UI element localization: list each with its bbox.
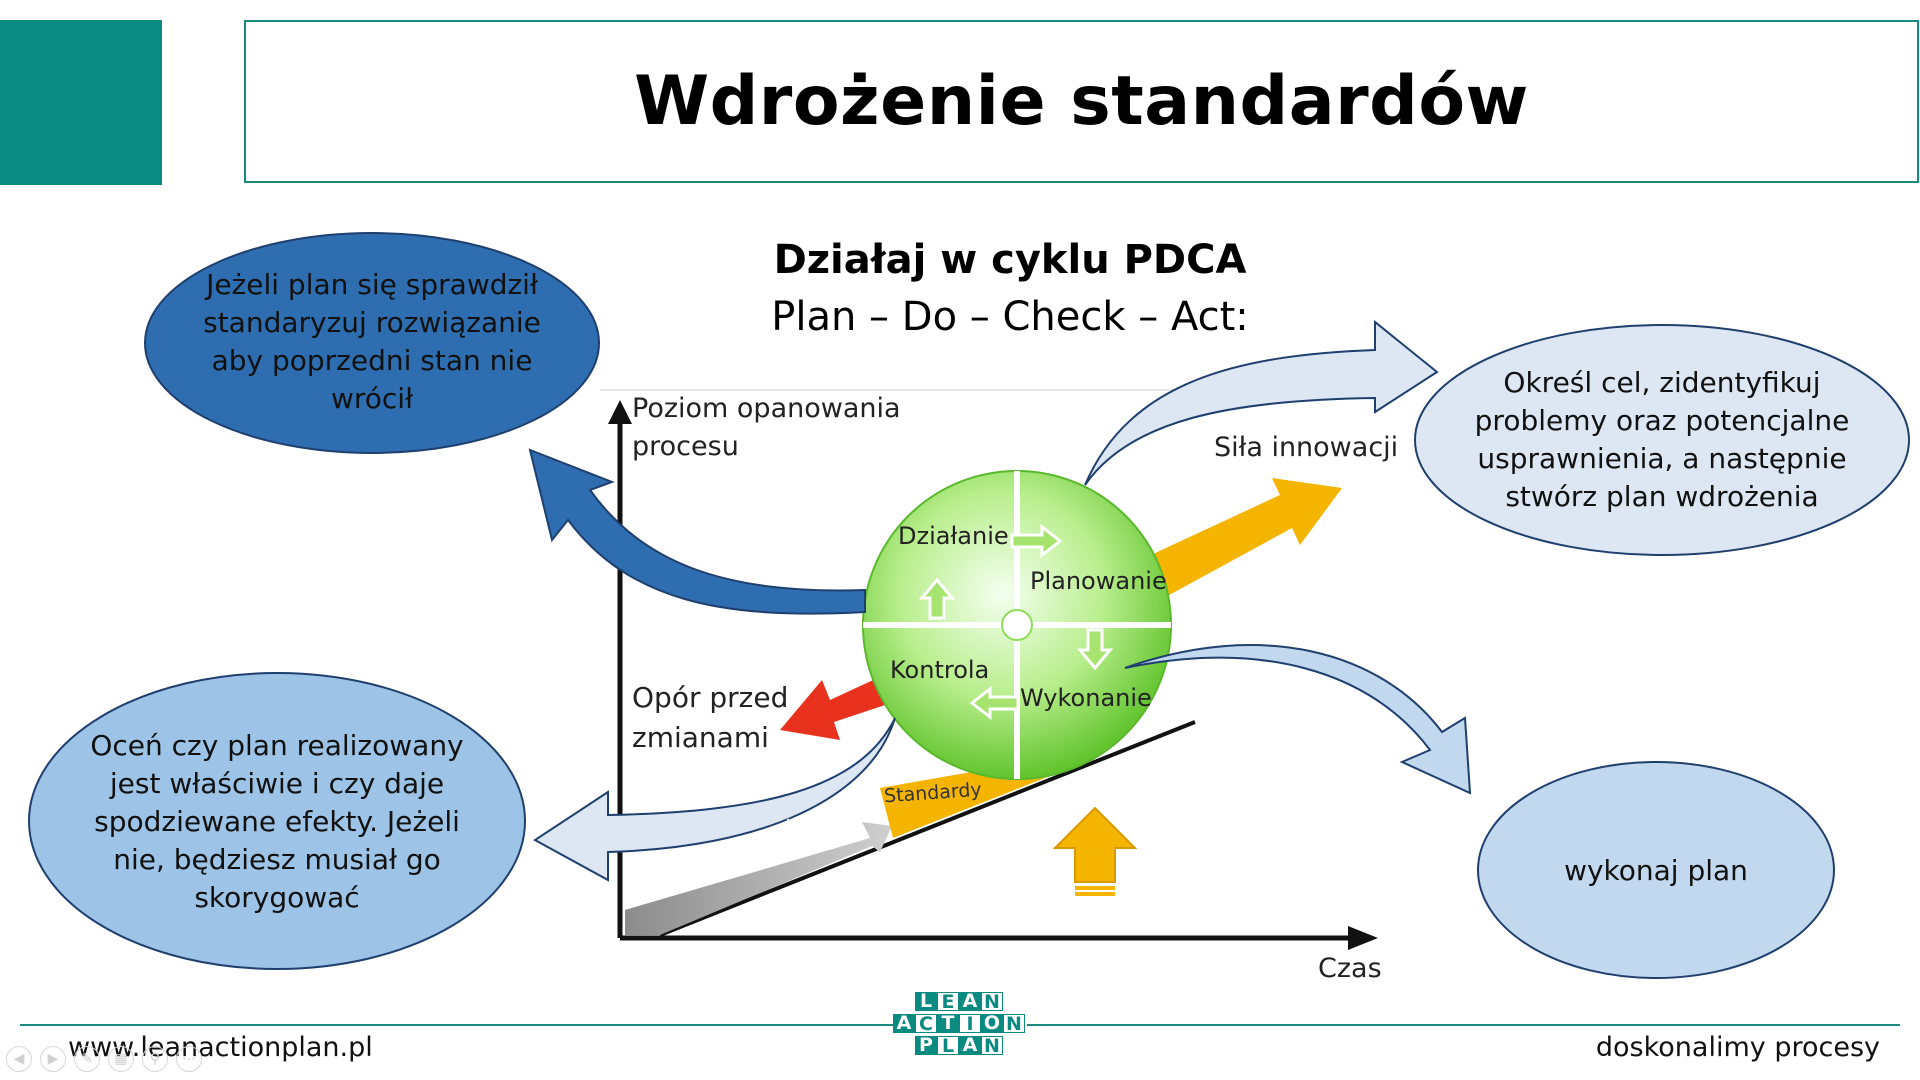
bubble-top-left-text: Jeżeli plan się sprawdził standaryzuj ro… [203,268,541,415]
arrow-to-bottom-left [533,717,896,882]
header-accent-block [0,20,162,185]
bubble-bottom-right [1477,761,1835,979]
quadrant-do-label: Wykonanie [1020,684,1152,712]
standards-slope-line [659,720,1196,937]
bubble-bottom-right-text: wykonaj plan [1564,854,1748,887]
quadrant-check-label: Kontrola [890,656,990,684]
bubble-bottom-left-text: Oceń czy plan realizowany jest właściwie… [90,729,464,914]
page-title: Wdrożenie standardów [634,62,1529,141]
x-axis-label: Czas [1318,953,1382,984]
arrow-to-top-left [528,448,866,615]
next-slide-icon[interactable]: ▶ [40,1046,66,1072]
footer-slogan: doskonalimy procesy [1595,1032,1880,1063]
y-axis-arrowhead [608,400,632,424]
more-options-icon[interactable]: ⋯ [176,1046,202,1072]
innovation-label: Siła innowacji [1214,432,1399,463]
innovation-arrow [1140,478,1342,600]
prev-slide-icon[interactable]: ◀ [6,1046,32,1072]
resistance-label-line2: zmianami [632,721,769,754]
arrow-to-top-right [1084,319,1439,486]
arrow-to-bottom-right [1124,644,1472,795]
subtitle: Działaj w cyklu PDCA Plan – Do – Check –… [700,232,1320,346]
bubble-top-left [144,232,600,454]
standardization-arrow [625,822,892,935]
resistance-arrow [780,670,900,740]
support-arrow [1052,806,1138,883]
quadrant-plan-label: Planowanie [1030,567,1167,595]
y-axis-label: Poziom opanowania procesu [632,390,901,466]
y-axis-label-line2: procesu [632,431,739,462]
resistance-label: Opór przed zmianami [632,678,788,758]
y-axis-label-line1: Poziom opanowania [632,393,901,424]
subtitle-line2: Plan – Do – Check – Act: [771,294,1249,340]
cycle-arrows [918,523,1114,721]
zoom-icon[interactable]: ⚲ [142,1046,168,1072]
bubble-top-right [1414,324,1910,556]
slides-icon[interactable]: ▦ [108,1046,134,1072]
lean-action-plan-logo: L E A N A C T I O N P L A N [893,992,1027,1058]
subtitle-line1: Działaj w cyklu PDCA [773,237,1247,283]
title-box: Wdrożenie standardów [244,20,1919,183]
quadrant-act-label: Działanie [898,522,1009,550]
pdca-center [1001,609,1033,641]
bubble-bottom-left [28,672,526,970]
resistance-label-line1: Opór przed [632,681,789,714]
pen-icon[interactable]: ✎ [74,1046,100,1072]
bubble-top-right-text: Określ cel, zidentyfikuj problemy oraz p… [1474,366,1850,513]
x-axis-arrowhead [1348,926,1378,950]
